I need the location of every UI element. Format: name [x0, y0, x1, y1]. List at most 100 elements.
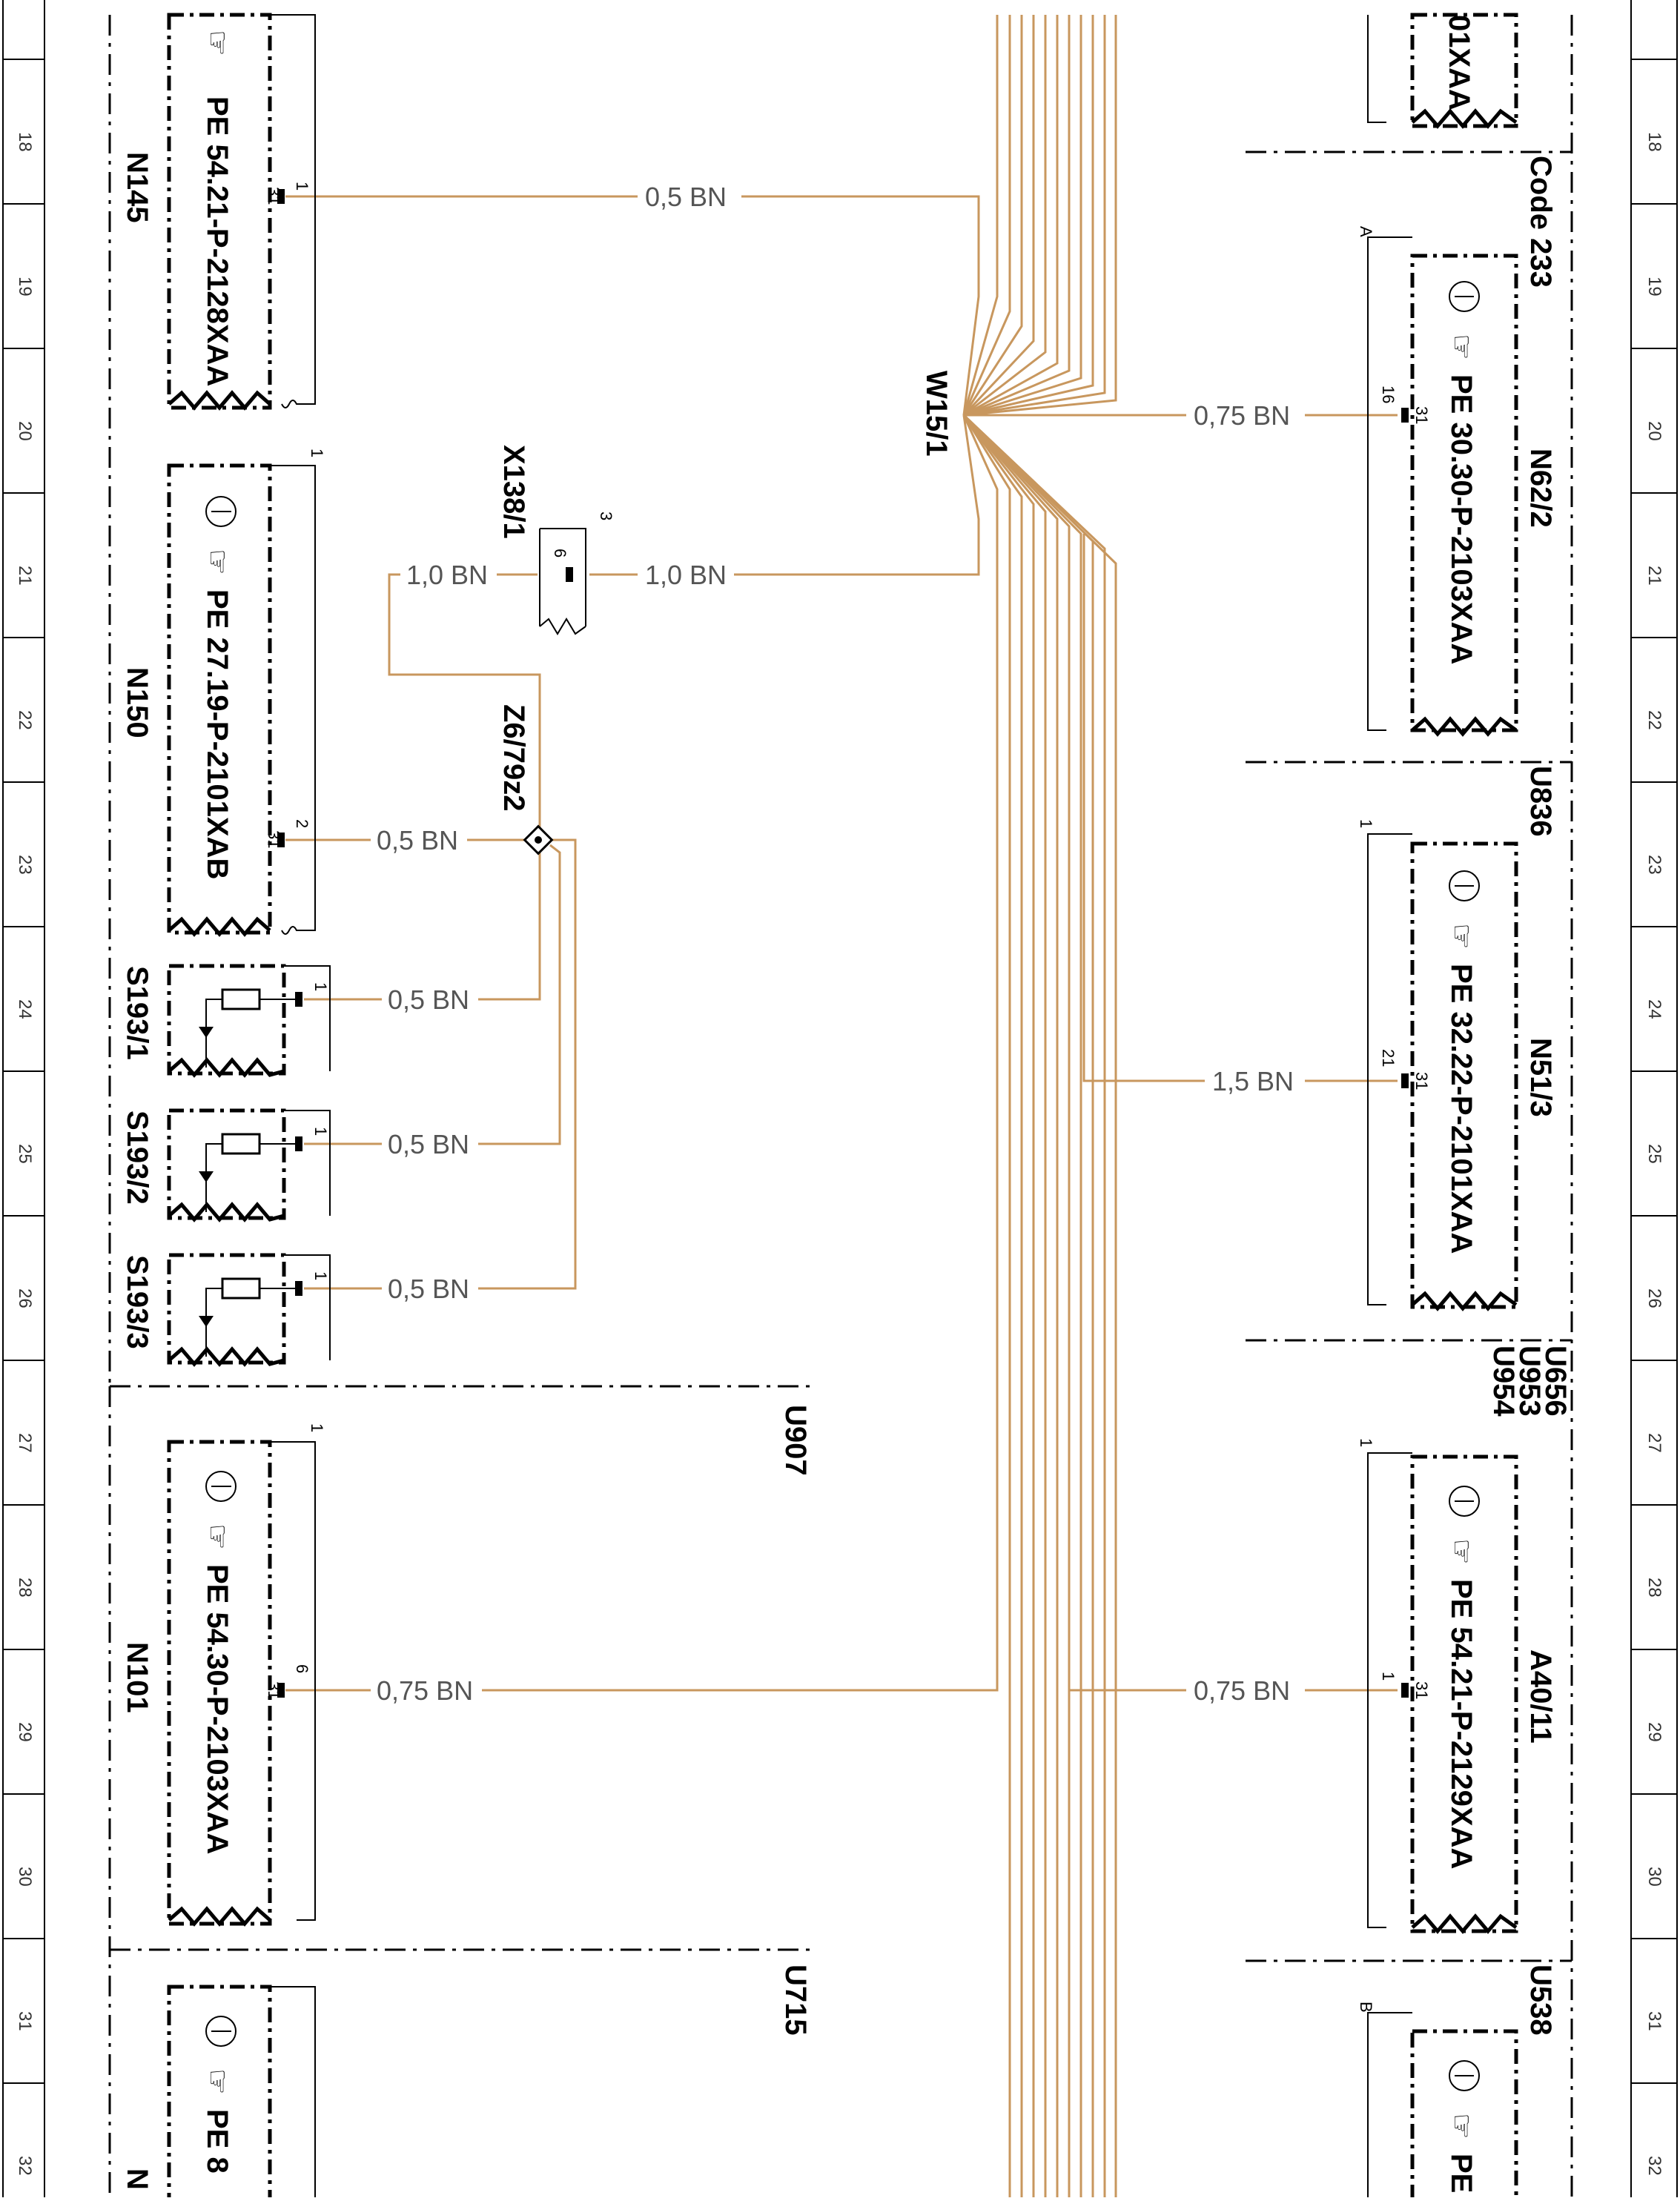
wire-labels: 0,5 BN 1,0 BN 1,0 BN 0,5 BN 0,5 BN 0,5 B…	[371, 176, 1305, 1707]
hand-icon: ☞	[201, 1523, 234, 1550]
doc-n101: PE 54.30-P-2103XAA	[201, 1564, 234, 1854]
component-n150[interactable]: 31 2 1 ☞ PE 27.19-P-2101XAB N150	[121, 449, 326, 937]
row-num: 26	[1644, 1288, 1664, 1308]
row-num: 30	[1644, 1867, 1664, 1887]
row-num: 30	[15, 1867, 35, 1887]
pin-bottom-right-top: B	[1357, 2002, 1375, 2013]
component-n51[interactable]: 31 21 1 ☞ PE 32.22-P-2101XAA N51/3	[1357, 819, 1557, 1311]
row-num: 32	[15, 2156, 35, 2176]
wire-n101	[285, 526, 999, 1692]
component-a40[interactable]: 31 1 1 ☞ PE 54.21-P-2129XAA A40/11	[1357, 1438, 1557, 1934]
pin-n145-outer: 1	[293, 182, 311, 191]
wire-s193-3	[304, 838, 577, 1290]
hand-icon: ☞	[1445, 1538, 1478, 1565]
component-top-right[interactable]: 01XAA	[1367, 13, 1518, 129]
component-s193-3[interactable]: 1 S193/3	[121, 1253, 331, 1367]
ref-x138: X138/1	[497, 445, 530, 539]
row-num: 18	[15, 132, 35, 152]
ref-u953: U953	[1513, 1346, 1546, 1417]
hand-icon: ☞	[201, 2068, 234, 2095]
transistor-icon	[205, 1471, 237, 1502]
pin-n150-top: 1	[308, 449, 326, 457]
hand-icon: ☞	[1445, 334, 1478, 360]
pin-n51-top: 1	[1357, 819, 1375, 828]
wire-label-x138-left: 1,0 BN	[406, 560, 488, 590]
harness-bundle	[962, 15, 1117, 2197]
component-bottom-left[interactable]: ☞ PE 8 N	[121, 1985, 316, 2201]
hand-icon: ☞	[1445, 2113, 1478, 2139]
pin-a40-outer: 1	[1379, 1672, 1398, 1681]
wire-label-n145: 0,5 BN	[645, 182, 727, 212]
pin-n101-outer: 6	[293, 1664, 311, 1673]
row-num: 29	[1644, 1722, 1664, 1742]
pin-n51-outer: 21	[1379, 1049, 1398, 1067]
doc-n150: PE 27.19-P-2101XAB	[201, 589, 234, 879]
ref-u954: U954	[1487, 1346, 1520, 1417]
component-n62[interactable]: 31 16 A ☞ PE 30.30-P-2103XAA N62/2	[1357, 226, 1557, 737]
row-num: 29	[15, 1722, 35, 1742]
row-num: 28	[15, 1578, 35, 1598]
row-num: 21	[15, 566, 35, 586]
hand-icon: ☞	[201, 30, 234, 56]
ref-u715: U715	[779, 1965, 812, 2036]
row-num: 24	[1644, 999, 1664, 1019]
doc-top-right: 01XAA	[1443, 15, 1475, 110]
row-num: 24	[15, 999, 35, 1019]
pin-n150-inner: 31	[265, 830, 283, 848]
transistor-icon	[1449, 1486, 1480, 1517]
hand-icon: ☞	[1445, 923, 1478, 950]
pin-n51-inner: 31	[1412, 1072, 1431, 1090]
ref-code233: Code 233	[1524, 156, 1557, 288]
ref-z6: Z6/79z2	[497, 704, 530, 812]
row-num: 25	[15, 1144, 35, 1164]
component-bottom-right[interactable]: B ☞ PE	[1357, 2002, 1518, 2201]
wire-label-n62: 0,75 BN	[1194, 400, 1290, 431]
transistor-icon	[1449, 281, 1480, 312]
pin-n62-outer: 16	[1379, 385, 1398, 403]
ref-s193-2: S193/2	[121, 1111, 153, 1205]
splice-z6	[523, 824, 554, 855]
doc-bottom-left: PE 8	[201, 2109, 234, 2174]
row-num: 19	[1644, 277, 1664, 297]
component-s193-2[interactable]: 1 S193/2	[121, 1108, 331, 1222]
row-num: 25	[1644, 1144, 1664, 1164]
wire-label-s193-3: 0,5 BN	[388, 1274, 469, 1304]
pin-a40-top: 1	[1357, 1438, 1375, 1447]
ref-n145: N145	[121, 152, 153, 223]
pin-a40-inner: 31	[1412, 1681, 1431, 1699]
wire-n145	[285, 195, 980, 416]
left-ruler	[2, 0, 45, 2197]
doc-n51: PE 32.22-P-2101XAA	[1445, 964, 1478, 1254]
component-n145[interactable]: 31 1 PE 54.21-P-2128XAA ☞ N145	[121, 13, 316, 411]
ref-u907: U907	[779, 1405, 812, 1476]
component-x138[interactable]: 6 3 X138/1	[497, 445, 615, 635]
wire-label-s193-2: 0,5 BN	[388, 1129, 469, 1159]
ref-bottom-left: N	[121, 2168, 153, 2190]
transistor-icon	[205, 2016, 237, 2047]
ref-n101: N101	[121, 1642, 153, 1713]
row-num: 31	[1644, 2011, 1664, 2031]
row-num: 27	[15, 1433, 35, 1453]
pin-n62-inner: 31	[1412, 406, 1431, 424]
row-num: 31	[15, 2011, 35, 2031]
pin-n101-top: 1	[308, 1423, 326, 1432]
row-num: 20	[1644, 421, 1664, 441]
doc-bottom-right: PE	[1445, 2154, 1478, 2193]
row-num: 32	[1644, 2156, 1664, 2176]
row-num: 23	[1644, 855, 1664, 875]
wire-label-n101: 0,75 BN	[377, 1675, 473, 1706]
component-n101[interactable]: 31 6 1 ☞ PE 54.30-P-2103XAA N101	[121, 1423, 326, 1927]
row-numbers-right: 18 19 20 21 22 23 24 25 26 27 28 29 30 3…	[1644, 132, 1664, 2176]
row-num: 27	[1644, 1433, 1664, 1453]
ref-w15: W15/1	[920, 371, 953, 457]
wire-x138-right	[589, 414, 980, 576]
ref-a40: A40/11	[1524, 1649, 1557, 1744]
wire-n51	[1082, 534, 1398, 1082]
component-s193-1[interactable]: 1 S193/1	[121, 964, 331, 1078]
transistor-icon	[205, 496, 237, 527]
pin-s193-3: 1	[311, 1271, 330, 1280]
pin-n101-inner: 31	[265, 1681, 283, 1699]
ref-u656: U656	[1539, 1346, 1572, 1417]
